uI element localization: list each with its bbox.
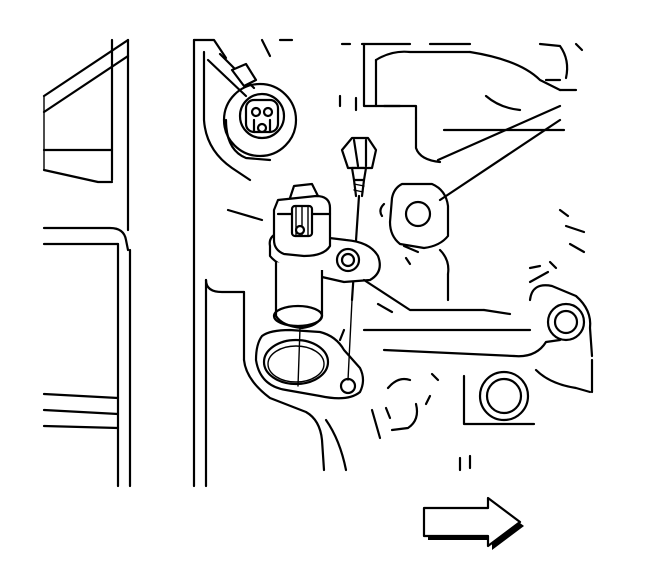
mounting-boss (370, 182, 450, 302)
mounting-bore (254, 328, 365, 400)
upper-right-casting (338, 42, 584, 202)
harness-connector (206, 52, 298, 162)
left-housing (42, 38, 132, 488)
sensor (268, 182, 381, 387)
center-column (192, 38, 326, 488)
bolt (340, 136, 378, 381)
arrow-right-icon (422, 496, 524, 550)
right-casting (324, 208, 594, 472)
